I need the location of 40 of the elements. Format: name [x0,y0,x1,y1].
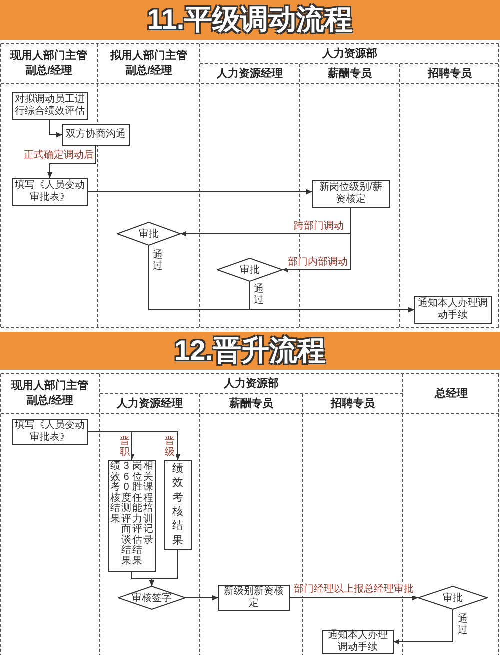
lane-header: 现用人部门主管副总/经理 [10,379,90,409]
process-box: 双方协商沟通 [62,124,130,146]
edge-label: 部门内部调动 [287,257,349,269]
arrow [50,120,62,138]
edge-label: 正式确定调动后 [24,150,94,162]
decision-diamond: 审批 [117,222,181,246]
process-box: 填写《人员变动审批表》 [12,178,88,206]
decision-diamond: 审核签字 [118,586,186,610]
lane-header: 招聘专员 [428,66,472,82]
lane-header: 人力资源经理 [117,396,183,412]
decision-diamond: 审批 [418,586,488,610]
process-box: 通知本人办理调动手续 [414,296,492,324]
edge-label: 部门经理以上报总经理审批 [293,584,415,596]
arrow [47,146,96,178]
process-box: 新岗位级别/薪资核定 [312,180,390,208]
process-box: 填写《人员变动审批表》 [12,419,88,445]
arrow [149,550,178,586]
lane-header: 薪酬专员 [328,66,372,82]
lane-header: 拟用人部门主管副总/经理 [109,49,188,79]
lane-header: 现用人部门主管副总/经理 [9,49,88,79]
lane-header: 人力资源部 [224,376,279,392]
process-box: 对拟调动员工进行综合绩效评估 [12,92,88,120]
arrow [394,610,454,645]
lane-header: 总经理 [435,386,468,402]
process-box: 相关课程培训记录 岗位胜任能力评估结果 360度测评面谈结果 绩效考核结果 [108,460,156,572]
lane-header: 人力资源经理 [217,66,283,82]
section-title-band: 11.平级调动流程 [0,0,500,40]
arrow [88,189,312,195]
arrow [88,432,181,460]
section-title-band: 12.晋升流程 [0,332,500,370]
arrow [290,595,418,601]
edge-label: 晋职 [119,436,131,460]
lane-header: 招聘专员 [331,396,375,412]
arrow [186,595,218,601]
lane-header: 薪酬专员 [230,396,274,412]
arrow [250,282,414,313]
lane-header: 人力资源部 [322,46,378,62]
process-box: 新级别新资核定 [218,585,290,611]
process-box: 绩效考核结果 [164,460,192,550]
decision-diamond: 审批 [217,258,283,282]
